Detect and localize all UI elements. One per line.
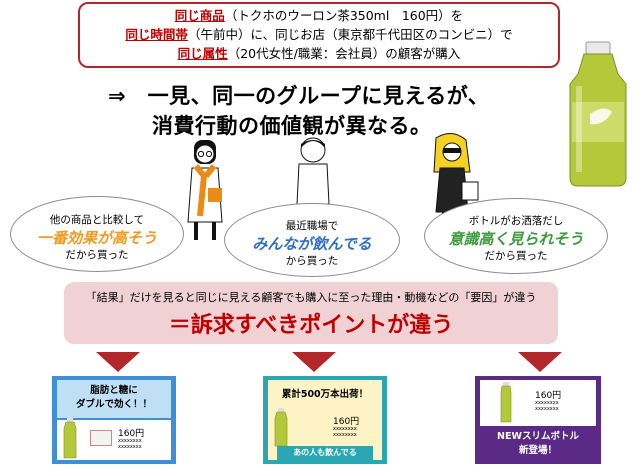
ad-1-fine-print: xxxxxxxx xxxxxxxx	[118, 438, 142, 450]
down-arrow-1	[96, 352, 140, 372]
conditions-box: 同じ商品（トクホのウーロン茶350ml 160円）を 同じ時間帯（午前中）に、同…	[78, 2, 560, 68]
bubble-2-key-phrase: みんなが飲んでる	[252, 235, 372, 253]
speech-bubble-2	[224, 203, 400, 277]
bubble-1-post-text: だから買った	[65, 249, 129, 261]
condition-line-product: 同じ商品（トクホのウーロン茶350ml 160円）を	[174, 8, 464, 23]
customer-figure-1	[187, 140, 223, 240]
bubble-3-key-phrase: 意識高く見られそう	[448, 230, 584, 248]
down-arrow-2	[292, 352, 336, 372]
ad-card-2: 累計500万本出荷！ 160円 xxxxxxxx xxxxxxxx あの人も飲ん…	[263, 376, 387, 464]
headline-line-2: 消費行動の価値観が異なる。	[152, 114, 432, 138]
ad-3-top-panel	[480, 380, 596, 426]
headline-line-1: ⇒ 一見、同一のグループに見えるが、	[108, 84, 490, 108]
ad-1-headline-panel	[57, 380, 171, 418]
insight-band	[64, 282, 558, 344]
tea-bottle-illustration	[569, 41, 627, 187]
ad-1-bottle-icon	[63, 418, 77, 459]
speech-bubble-3	[424, 198, 608, 274]
down-arrow-3	[518, 352, 562, 372]
ad-3-headline: NEWスリムボトル 新登場！	[497, 431, 579, 456]
bubble-3-post-text: だから買った	[484, 250, 548, 262]
condition-line-attribute: 同じ属性（20代女性/職業：会社員）の顧客が購入	[177, 46, 461, 61]
ad-card-1: 脂肪と糖に ダブルで効く！！ 160円 xxxxxxxx xxxxxxxx	[52, 376, 176, 464]
ad-2-bottle-icon	[274, 408, 288, 447]
bubble-2-post-text: から買った	[285, 255, 339, 267]
speech-bubble-1	[10, 196, 184, 272]
ad-3-fine-print: xxxxxxxx xxxxxxxx	[535, 400, 559, 412]
ad-2-tagline: あの人も飲んでる	[293, 448, 357, 457]
bubble-3-pre-text: ボトルがお洒落だし	[468, 215, 564, 227]
ad-2-tagline-bar	[277, 446, 373, 460]
condition-line-time: 同じ時間帯（午前中）に、同じお店（東京都千代田区のコンビニ）で	[125, 27, 513, 42]
bubble-1-key-phrase: 一番効果が高そう	[36, 229, 157, 247]
ad-2-headline: 累計500万本出荷！	[281, 389, 369, 400]
ad-2-price: 160円	[333, 417, 360, 427]
ad-2-fine-print: xxxxxxxx xxxxxxxx	[333, 426, 357, 438]
insight-main-text: ＝訴求すべきポイントが違う	[168, 313, 454, 338]
ad-1-price: 160円	[118, 429, 145, 439]
ad-1-headline: 脂肪と糖に ダブルで効く！！	[75, 385, 152, 410]
ad-3-price: 160円	[535, 391, 562, 401]
bubble-2-pre-text: 最近職場で	[285, 220, 339, 232]
ad-3-slim-bottle-icon	[500, 382, 512, 423]
ad-1-graph-thumbnail	[90, 430, 112, 446]
ad-card-3: 160円 xxxxxxxx xxxxxxxx NEWスリムボトル 新登場！	[475, 376, 601, 464]
bubble-1-pre-text: 他の商品と比較して	[49, 214, 145, 226]
insight-subtext: 「結果」だけを見ると同じに見える顧客でも購入に至った理由・動機などの「要因」が違…	[85, 291, 537, 304]
